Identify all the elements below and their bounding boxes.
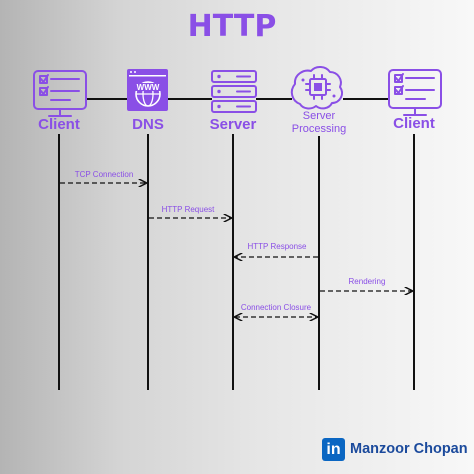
lifelines bbox=[58, 134, 415, 390]
message-http-request: HTTP Request bbox=[149, 205, 231, 218]
svg-text:WWW: WWW bbox=[137, 83, 160, 92]
actor-label-client: Client bbox=[38, 116, 80, 133]
actor-client-2: Client bbox=[388, 69, 442, 132]
server-rack-icon bbox=[211, 70, 257, 113]
message-label: Connection Closure bbox=[241, 303, 312, 312]
monitor-checklist-icon bbox=[33, 70, 87, 117]
message-connection-closure: Connection Closure bbox=[235, 303, 317, 317]
diagram-title: HTTP bbox=[188, 9, 277, 44]
message-tcp-connection: TCP Connection bbox=[60, 170, 146, 183]
actor-label-client-2: Client bbox=[393, 115, 435, 132]
message-label: TCP Connection bbox=[75, 170, 134, 179]
actor-label-server: Server bbox=[210, 116, 257, 133]
monitor-checklist-icon bbox=[388, 69, 442, 116]
message-http-response: HTTP Response bbox=[235, 242, 318, 257]
author-name: Manzoor Chopan bbox=[350, 441, 468, 457]
message-rendering: Rendering bbox=[320, 277, 412, 291]
message-label: Rendering bbox=[349, 277, 386, 286]
actor-label-dns: DNS bbox=[132, 116, 164, 133]
message-label: HTTP Request bbox=[162, 205, 216, 214]
actor-server: Server bbox=[210, 70, 257, 133]
processor-head-icon bbox=[290, 66, 343, 110]
message-label: HTTP Response bbox=[248, 242, 308, 251]
actor-server-processing: Server Processing bbox=[290, 66, 346, 135]
actor-dns: WWW DNS bbox=[127, 69, 168, 133]
actor-label-server-processing-line1: Server bbox=[303, 110, 336, 122]
messages: TCP Connection HTTP Request HTTP Respons… bbox=[60, 170, 412, 317]
actor-label-server-processing-line2: Processing bbox=[292, 123, 346, 135]
linkedin-icon: in bbox=[322, 437, 345, 461]
author-credit: in Manzoor Chopan bbox=[322, 437, 468, 461]
www-globe-icon: WWW bbox=[127, 69, 168, 111]
actor-client: Client bbox=[33, 70, 87, 133]
